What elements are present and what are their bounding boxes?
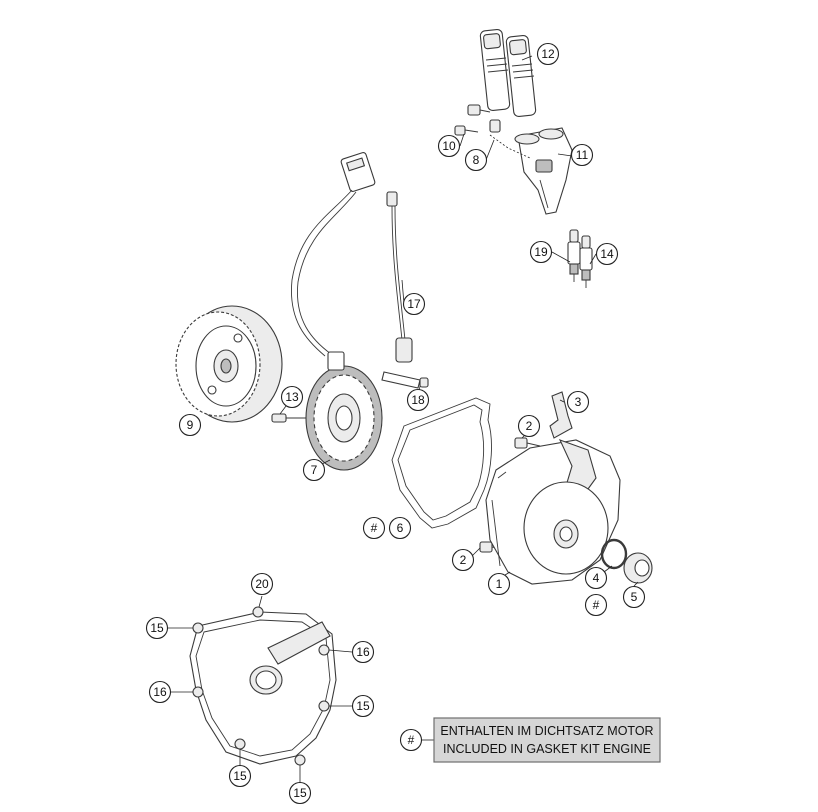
callout-12: 12: [536, 42, 560, 66]
callout-10: 10: [437, 134, 461, 158]
callout-3: 3: [566, 390, 590, 414]
svg-text:15: 15: [356, 699, 370, 713]
callout-15-bottom-left: 15: [228, 764, 252, 788]
callout-13: 13: [280, 385, 304, 409]
callout-16-right: 16: [351, 640, 375, 664]
svg-text:4: 4: [593, 571, 600, 585]
callout-15-bottom-right: 15: [288, 781, 312, 805]
svg-text:11: 11: [576, 148, 589, 162]
svg-text:13: 13: [285, 390, 299, 404]
callout-11: 11: [570, 143, 594, 167]
stator-wiring-harness: [290, 152, 376, 357]
svg-text:15: 15: [293, 786, 307, 800]
callout-16-left: 16: [148, 680, 172, 704]
svg-text:2: 2: [460, 553, 467, 567]
callout-8: 8: [464, 148, 488, 172]
coil-holder-bracket: [514, 127, 573, 215]
callout-4: 4: [584, 566, 608, 590]
callout-15-left: 15: [145, 616, 169, 640]
svg-text:12: 12: [541, 47, 555, 61]
svg-text:3: 3: [575, 395, 582, 409]
screw-plug: [623, 552, 653, 584]
cable-guide-bracket: [549, 391, 573, 439]
svg-text:7: 7: [311, 463, 318, 477]
callout-2-upper: 2: [517, 414, 541, 438]
cover-screws: [479, 437, 541, 553]
callout-17: 17: [402, 292, 426, 316]
callout-9: 9: [178, 413, 202, 437]
gasket-kit-legend: # ENTHALTEN IM DICHTSATZ MOTOR INCLUDED …: [399, 717, 661, 763]
flywheel-rotor: [175, 305, 283, 423]
svg-text:8: 8: [473, 153, 480, 167]
position-sensor-cable: [381, 191, 429, 389]
svg-text:6: 6: [397, 521, 404, 535]
svg-text:15: 15: [150, 621, 164, 635]
svg-text:17: 17: [407, 297, 421, 311]
svg-text:16: 16: [153, 685, 167, 699]
generator-cover: [485, 439, 621, 585]
callout-6: 6: [388, 516, 412, 540]
svg-text:16: 16: [356, 645, 370, 659]
callout-2-lower: 2: [451, 548, 475, 572]
callout-5: 5: [622, 585, 646, 609]
svg-text:5: 5: [631, 590, 638, 604]
bracket-bolts: [454, 104, 531, 159]
callout-19: 19: [529, 240, 553, 264]
svg-text:#: #: [371, 521, 378, 535]
ignition-coil-pair: [479, 29, 537, 117]
callout-4-hash: #: [584, 593, 608, 617]
callout-1: 1: [487, 572, 511, 596]
spark-plugs: [567, 229, 593, 288]
svg-text:2: 2: [526, 419, 533, 433]
cover-gasket: [391, 397, 492, 529]
callout-7: 7: [302, 458, 326, 482]
svg-text:15: 15: [233, 769, 247, 783]
svg-text:9: 9: [187, 418, 194, 432]
o-ring: [600, 538, 628, 570]
svg-text:1: 1: [496, 577, 503, 591]
callout-14: 14: [595, 242, 619, 266]
svg-text:18: 18: [411, 393, 425, 407]
svg-text:#: #: [593, 598, 600, 612]
cover-inset-view: [189, 606, 337, 766]
legend-line-english: INCLUDED IN GASKET KIT ENGINE: [443, 742, 651, 756]
legend-box: [433, 717, 661, 763]
svg-text:14: 14: [600, 247, 614, 261]
svg-text:10: 10: [442, 139, 456, 153]
stator-coil: [271, 351, 383, 471]
legend-symbol: #: [399, 728, 423, 752]
svg-text:20: 20: [255, 577, 269, 591]
svg-text:19: 19: [534, 245, 548, 259]
legend-line-german: ENTHALTEN IM DICHTSATZ MOTOR: [440, 724, 653, 738]
svg-text:#: #: [408, 733, 415, 747]
callout-20: 20: [250, 572, 274, 596]
callout-6-hash: #: [362, 516, 386, 540]
callout-15-right: 15: [351, 694, 375, 718]
callout-18: 18: [406, 388, 430, 412]
